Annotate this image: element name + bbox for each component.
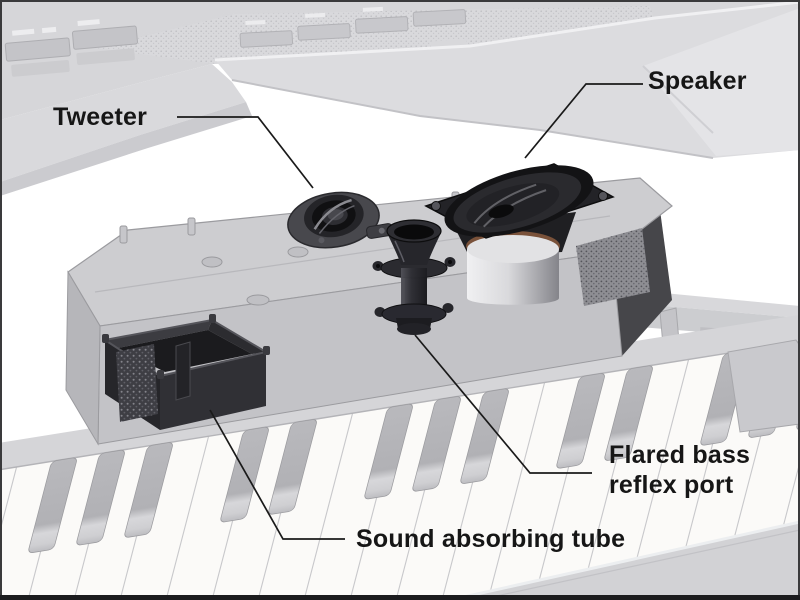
control-buttons-left	[4, 19, 138, 77]
tweeter-highlight-2	[318, 204, 355, 234]
port-ear-hole	[448, 260, 452, 264]
piano-control-panel-face	[0, 64, 246, 182]
port-neck-highlight	[394, 240, 405, 263]
bass-reflex-port	[372, 219, 456, 335]
enclosure-grille-texture	[576, 228, 650, 306]
speaker-driver	[424, 163, 615, 305]
tube-box-foam	[116, 344, 158, 422]
leader-lines	[177, 83, 643, 540]
port-ear-hole	[376, 264, 380, 268]
tube-box-divider	[175, 341, 191, 401]
piano-panel-edge	[0, 102, 252, 196]
piano-top-cover	[214, 0, 800, 159]
keyboard-front-edge	[449, 520, 800, 600]
port-flare-opening	[394, 224, 434, 240]
tube-box-inner-right-wall	[208, 320, 266, 354]
sound-absorbing-tube-box	[102, 314, 270, 430]
speaker-magnet-body	[467, 249, 559, 305]
enclosure-left-face	[65, 270, 101, 446]
tweeter-dome	[327, 209, 344, 221]
bottom-bar	[0, 595, 800, 600]
tweeter-leader-line	[177, 116, 314, 189]
tweeter-tab-screw	[378, 227, 385, 234]
speaker-dust-cap	[488, 204, 514, 219]
callout-tweeter: Tweeter	[53, 103, 148, 131]
right-cheek-block	[727, 339, 800, 433]
callout-speaker: Speaker	[648, 67, 747, 95]
port-leader-line	[414, 334, 592, 474]
speaker-leader-line	[524, 83, 643, 159]
tube-box-inner-back-wall	[105, 320, 212, 348]
tweeter-highlight	[313, 198, 352, 230]
tweeter-unit	[287, 191, 394, 249]
tweeter-screw	[318, 237, 325, 244]
port-flange-ear	[442, 303, 454, 313]
speaker-box-assembly	[65, 163, 673, 446]
port-neck	[388, 235, 440, 265]
white-key-separators	[0, 328, 800, 600]
tube-leader-line	[209, 409, 345, 540]
callout-flared-bass-reflex-port: Flared bass reflex port	[609, 441, 751, 499]
grille-strip-texture	[95, 6, 656, 64]
port-base	[397, 323, 431, 335]
callout-sound-absorbing-tube: Sound absorbing tube	[356, 525, 626, 553]
tube-box-corner-posts	[102, 314, 270, 379]
speaker-magnet-top	[467, 235, 559, 263]
